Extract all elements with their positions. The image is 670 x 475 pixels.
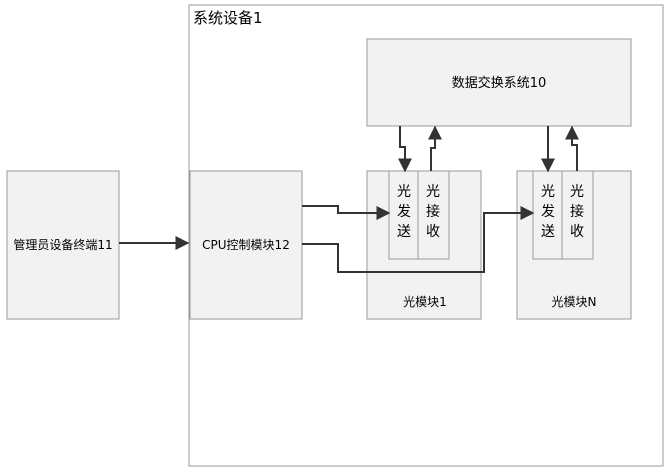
- optical-module-1: 光 发 送 光 接 收 光模块1: [367, 171, 481, 319]
- rx-char: 收: [570, 224, 584, 240]
- cpu-module-box: CPU控制模块12: [190, 171, 302, 319]
- tx-char: 送: [397, 224, 411, 240]
- switch-system-box: 数据交换系统10: [367, 39, 631, 126]
- rx-char: 光: [426, 184, 440, 200]
- switch-system-label: 数据交换系统10: [452, 75, 547, 91]
- optical-module-n: 光 发 送 光 接 收 光模块N: [517, 171, 631, 319]
- optical-module-n-label: 光模块N: [552, 295, 597, 309]
- tx-char: 发: [541, 204, 555, 220]
- optical-module-1-label: 光模块1: [403, 295, 447, 309]
- rx-char: 接: [426, 203, 440, 220]
- tx-char: 光: [541, 184, 555, 200]
- rx-char: 接: [570, 203, 584, 220]
- tx-char: 发: [397, 204, 411, 220]
- rx-char: 光: [570, 184, 584, 200]
- tx-char: 送: [541, 224, 555, 240]
- system-device-label: 系统设备1: [193, 9, 263, 27]
- admin-terminal-label: 管理员设备终端11: [13, 237, 112, 252]
- admin-terminal-box: 管理员设备终端11: [7, 171, 119, 319]
- tx-char: 光: [397, 184, 411, 200]
- cpu-module-label: CPU控制模块12: [202, 238, 290, 252]
- rx-char: 收: [426, 224, 440, 240]
